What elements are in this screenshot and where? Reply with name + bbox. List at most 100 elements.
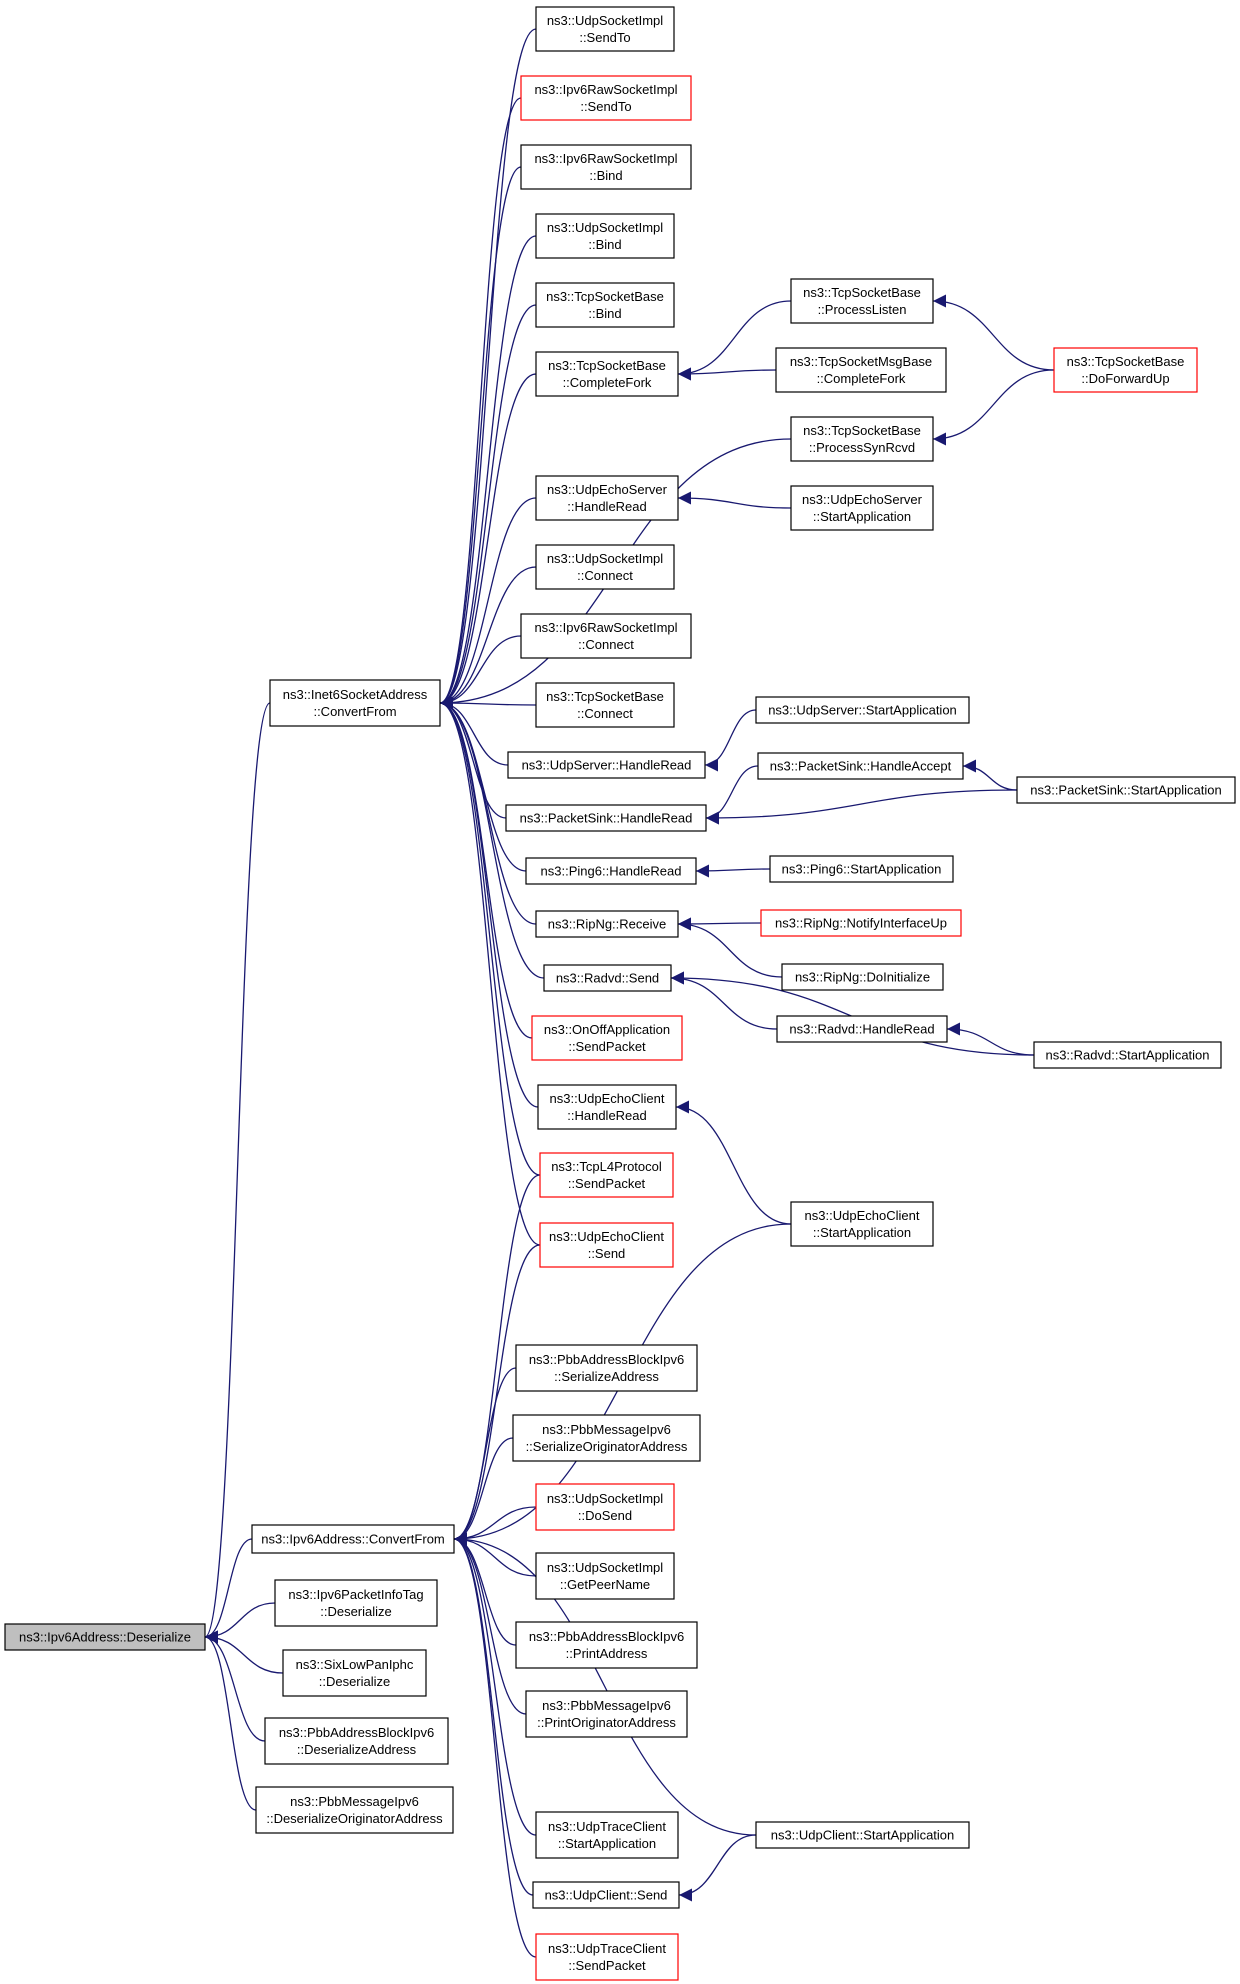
node-ping6_handleread[interactable]: ns3::Ping6::HandleRead: [525, 857, 697, 885]
node-ipv6raw_connect[interactable]: ns3::Ipv6RawSocketImpl::Connect: [520, 613, 692, 659]
edge-ping6_startapp-to-ping6_handleread: [695, 864, 771, 878]
node-ripng_receive[interactable]: ns3::RipNg::Receive: [535, 910, 679, 938]
node-udpechoclient_send[interactable]: ns3::UdpEchoClient::Send: [539, 1222, 674, 1268]
edge-pbbabipv6_seraddr-to-ipv6addr_convertfrom: [453, 1367, 517, 1546]
node-box: [776, 1015, 948, 1043]
node-box: [251, 1524, 455, 1554]
node-label-line: ns3::UdpClient::Send: [545, 1888, 668, 1903]
edge-udpechoclient_send-to-ipv6addr_convertfrom: [453, 1244, 541, 1546]
node-ping6_startapp[interactable]: ns3::Ping6::StartApplication: [769, 855, 954, 883]
node-label-line: ns3::PacketSink::HandleRead: [520, 811, 693, 826]
node-udpechoserver_startapp[interactable]: ns3::UdpEchoServer::StartApplication: [790, 485, 934, 531]
edge-ipv6raw_bind-to-inet6_convertfrom: [439, 166, 522, 710]
node-udpclient_send[interactable]: ns3::UdpClient::Send: [532, 1881, 680, 1909]
edge-tcpbase_completefork-to-inet6_convertfrom: [439, 373, 537, 710]
node-udpsock_bind[interactable]: ns3::UdpSocketImpl::Bind: [535, 213, 675, 259]
node-pbbmsgipv6_printorig[interactable]: ns3::PbbMessageIpv6::PrintOriginatorAddr…: [525, 1690, 688, 1738]
node-radvd_send[interactable]: ns3::Radvd::Send: [543, 964, 672, 992]
node-label-line: ns3::TcpSocketBase: [548, 358, 666, 373]
node-packetsink_handleaccept[interactable]: ns3::PacketSink::HandleAccept: [757, 752, 964, 780]
edge-pbbmsgipv6_printorig-to-ipv6addr_convertfrom: [453, 1532, 527, 1715]
edge-packetsink_startapp-to-packetsink_handleread: [705, 789, 1018, 825]
edge-udptraceclient_sendpacket-to-ipv6addr_convertfrom: [453, 1532, 537, 1958]
node-inet6_convertfrom[interactable]: ns3::Inet6SocketAddress::ConvertFrom: [269, 679, 441, 727]
node-pbbabipv6_printaddr[interactable]: ns3::PbbAddressBlockIpv6::PrintAddress: [515, 1621, 698, 1669]
node-tcpbase_processlisten[interactable]: ns3::TcpSocketBase::ProcessListen: [790, 278, 934, 324]
node-udpechoclient_startapp[interactable]: ns3::UdpEchoClient::StartApplication: [790, 1201, 934, 1247]
node-onoff_sendpacket[interactable]: ns3::OnOffApplication::SendPacket: [531, 1015, 683, 1061]
node-packetsink_startapp[interactable]: ns3::PacketSink::StartApplication: [1016, 776, 1236, 804]
edge-ripng_doinit-to-ripng_receive: [677, 917, 783, 978]
node-label-line: ::DeserializeOriginatorAddress: [266, 1811, 443, 1826]
node-ipv6addr_convertfrom[interactable]: ns3::Ipv6Address::ConvertFrom: [251, 1524, 455, 1554]
node-sixlowpan_deser[interactable]: ns3::SixLowPanIphc::Deserialize: [282, 1649, 427, 1697]
edge-udpechoclient_handleread-to-inet6_convertfrom: [439, 696, 539, 1108]
node-label-line: ns3::SixLowPanIphc: [296, 1657, 414, 1672]
node-tcpl4_sendpacket[interactable]: ns3::TcpL4Protocol::SendPacket: [539, 1152, 674, 1198]
node-label-line: ::SendPacket: [568, 1958, 646, 1973]
node-label-line: ::SendPacket: [568, 1176, 646, 1191]
edge-ipv6pktinfotag_deser-to-ipv6_deserialize: [204, 1602, 276, 1644]
node-box: [255, 1786, 454, 1834]
node-ipv6pktinfotag_deser[interactable]: ns3::Ipv6PacketInfoTag::Deserialize: [274, 1579, 438, 1627]
node-udpserver_startapp[interactable]: ns3::UdpServer::StartApplication: [755, 696, 970, 724]
node-tcpbase_completefork[interactable]: ns3::TcpSocketBase::CompleteFork: [535, 351, 679, 397]
node-udpserver_handleread[interactable]: ns3::UdpServer::HandleRead: [507, 751, 706, 779]
node-packetsink_handleread[interactable]: ns3::PacketSink::HandleRead: [505, 804, 707, 832]
node-radvd_startapp[interactable]: ns3::Radvd::StartApplication: [1033, 1041, 1222, 1069]
node-udptraceclient_startapp[interactable]: ns3::UdpTraceClient::StartApplication: [535, 1811, 679, 1859]
node-label-line: ns3::Ipv6Address::ConvertFrom: [261, 1532, 445, 1547]
node-udpechoclient_handleread[interactable]: ns3::UdpEchoClient::HandleRead: [537, 1084, 677, 1130]
node-box: [755, 1821, 970, 1849]
node-label-line: ns3::Ipv6Address::Deserialize: [19, 1630, 191, 1645]
node-label-line: ns3::UdpEchoClient: [549, 1229, 664, 1244]
node-udpclient_startapp[interactable]: ns3::UdpClient::StartApplication: [755, 1821, 970, 1849]
edge-tcpbase_doforwardup-to-tcpbase_processlisten: [932, 294, 1055, 371]
node-box: [512, 1414, 701, 1462]
node-pbbmsgipv6_serorig[interactable]: ns3::PbbMessageIpv6::SerializeOriginator…: [512, 1414, 701, 1462]
edge-udpclient_send-to-ipv6addr_convertfrom: [453, 1532, 534, 1896]
node-box: [1053, 347, 1198, 393]
node-udpsock_dosend[interactable]: ns3::UdpSocketImpl::DoSend: [535, 1483, 675, 1531]
node-label-line: ns3::TcpSocketBase: [1067, 354, 1185, 369]
node-udpechoserver_handleread[interactable]: ns3::UdpEchoServer::HandleRead: [535, 475, 679, 521]
node-pbbmsgipv6_deserorig[interactable]: ns3::PbbMessageIpv6::DeserializeOriginat…: [255, 1786, 454, 1834]
node-tcpbase_processsynrcvd[interactable]: ns3::TcpSocketBase::ProcessSynRcvd: [790, 416, 934, 462]
node-radvd_handleread[interactable]: ns3::Radvd::HandleRead: [776, 1015, 948, 1043]
node-box: [537, 1084, 677, 1130]
node-label-line: ns3::RipNg::NotifyInterfaceUp: [775, 916, 947, 931]
node-tcpbase_doforwardup[interactable]: ns3::TcpSocketBase::DoForwardUp: [1053, 347, 1198, 393]
node-udpsock_connect[interactable]: ns3::UdpSocketImpl::Connect: [535, 544, 675, 590]
node-ipv6raw_bind[interactable]: ns3::Ipv6RawSocketImpl::Bind: [520, 144, 692, 190]
node-label-line: ns3::UdpServer::HandleRead: [522, 758, 692, 773]
node-pbbabipv6_deseraddr[interactable]: ns3::PbbAddressBlockIpv6::DeserializeAdd…: [264, 1717, 449, 1765]
node-ipv6_deserialize[interactable]: ns3::Ipv6Address::Deserialize: [4, 1623, 206, 1651]
edge-ripng_notifyifup-to-ripng_receive: [677, 917, 762, 931]
node-box: [543, 964, 672, 992]
node-udptraceclient_sendpacket[interactable]: ns3::UdpTraceClient::SendPacket: [535, 1933, 679, 1981]
node-label-line: ns3::Ping6::HandleRead: [541, 864, 682, 879]
node-label-line: ns3::Ipv6RawSocketImpl: [534, 151, 677, 166]
node-udpsock_getpeername[interactable]: ns3::UdpSocketImpl::GetPeerName: [535, 1552, 675, 1600]
edge-tcpbase_processlisten-to-tcpbase_completefork: [677, 300, 792, 381]
node-box: [535, 682, 675, 728]
node-udpsock_sendto[interactable]: ns3::UdpSocketImpl::SendTo: [535, 6, 675, 52]
node-ripng_notifyifup[interactable]: ns3::RipNg::NotifyInterfaceUp: [760, 909, 962, 937]
node-label-line: ::Deserialize: [319, 1674, 391, 1689]
node-tcpbase_bind[interactable]: ns3::TcpSocketBase::Bind: [535, 282, 675, 328]
node-label-line: ::DoSend: [578, 1508, 632, 1523]
node-label-line: ns3::UdpSocketImpl: [547, 220, 663, 235]
edge-tcpbase_connect-to-inet6_convertfrom: [439, 696, 537, 710]
node-box: [520, 144, 692, 190]
node-tcpbase_connect[interactable]: ns3::TcpSocketBase::Connect: [535, 682, 675, 728]
node-label-line: ns3::PacketSink::HandleAccept: [770, 759, 952, 774]
node-tcpmsgbase_completefork[interactable]: ns3::TcpSocketMsgBase::CompleteFork: [775, 347, 947, 393]
node-pbbabipv6_seraddr[interactable]: ns3::PbbAddressBlockIpv6::SerializeAddre…: [515, 1344, 698, 1392]
node-ripng_doinit[interactable]: ns3::RipNg::DoInitialize: [781, 963, 944, 991]
edge-udpserver_startapp-to-udpserver_handleread: [704, 709, 757, 772]
node-label-line: ::PrintAddress: [566, 1646, 648, 1661]
edge-radvd_startapp-to-radvd_handleread: [946, 1022, 1035, 1056]
node-box: [535, 910, 679, 938]
node-label-line: ns3::UdpTraceClient: [548, 1819, 666, 1834]
node-ipv6raw_sendto[interactable]: ns3::Ipv6RawSocketImpl::SendTo: [520, 75, 692, 121]
